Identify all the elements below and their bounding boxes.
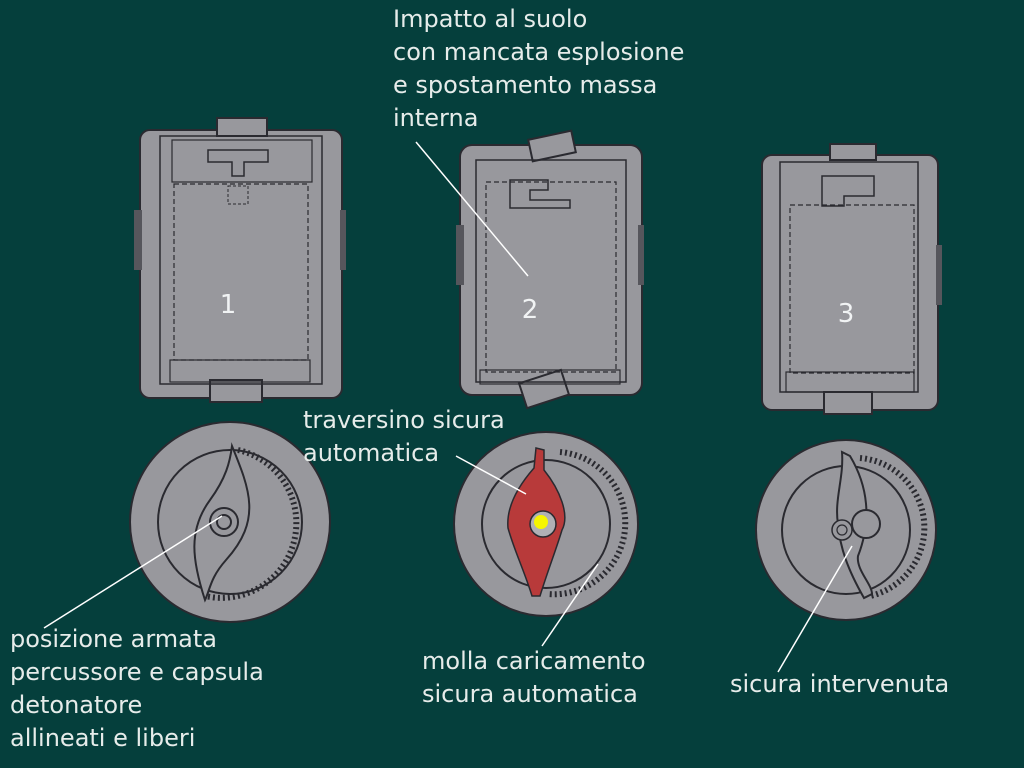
leader-posizione (43, 515, 223, 629)
label-posizione-line-3: detonatore (10, 691, 143, 719)
disc-1 (129, 421, 331, 623)
label-sicura-line-1: sicura intervenuta (730, 670, 950, 698)
label-impact-line-3: e spostamento massa (393, 71, 658, 99)
label-posizione-line-4: allineati e liberi (10, 724, 196, 752)
label-sicura: sicura intervenuta (730, 668, 949, 701)
label-posizione-line-2: percussore e capsula (10, 658, 264, 686)
label-impact-line-1: Impatto al suolo (393, 5, 588, 33)
label-impact: Impatto al suolo con mancata esplosione … (393, 3, 684, 135)
label-posizione: posizione armata percussore e capsula de… (10, 623, 264, 755)
label-molla-line-1: molla caricamento (422, 647, 646, 675)
device-2-number: 2 (522, 295, 539, 325)
label-traversino-line-1: traversino sicura (303, 406, 505, 434)
label-posizione-line-1: posizione armata (10, 625, 217, 653)
device-2-body (456, 129, 644, 410)
device-1-body (134, 117, 346, 403)
leader-traversino (455, 455, 527, 495)
label-impact-line-2: con mancata esplosione (393, 38, 685, 66)
label-traversino-line-2: automatica (303, 439, 440, 467)
device-3-body (761, 143, 942, 415)
device-3-number: 3 (838, 299, 855, 329)
device-1-number: 1 (220, 290, 237, 320)
leader-sicura (777, 545, 853, 673)
percussore-highlight (534, 515, 548, 529)
label-traversino: traversino sicura automatica (303, 404, 505, 470)
disc-2 (453, 431, 639, 617)
disc-3 (755, 439, 937, 621)
label-molla: molla caricamento sicura automatica (422, 645, 646, 711)
leader-molla (541, 563, 599, 647)
label-molla-line-2: sicura automatica (422, 680, 638, 708)
label-impact-line-4: interna (393, 104, 479, 132)
leader-impact (415, 141, 529, 277)
